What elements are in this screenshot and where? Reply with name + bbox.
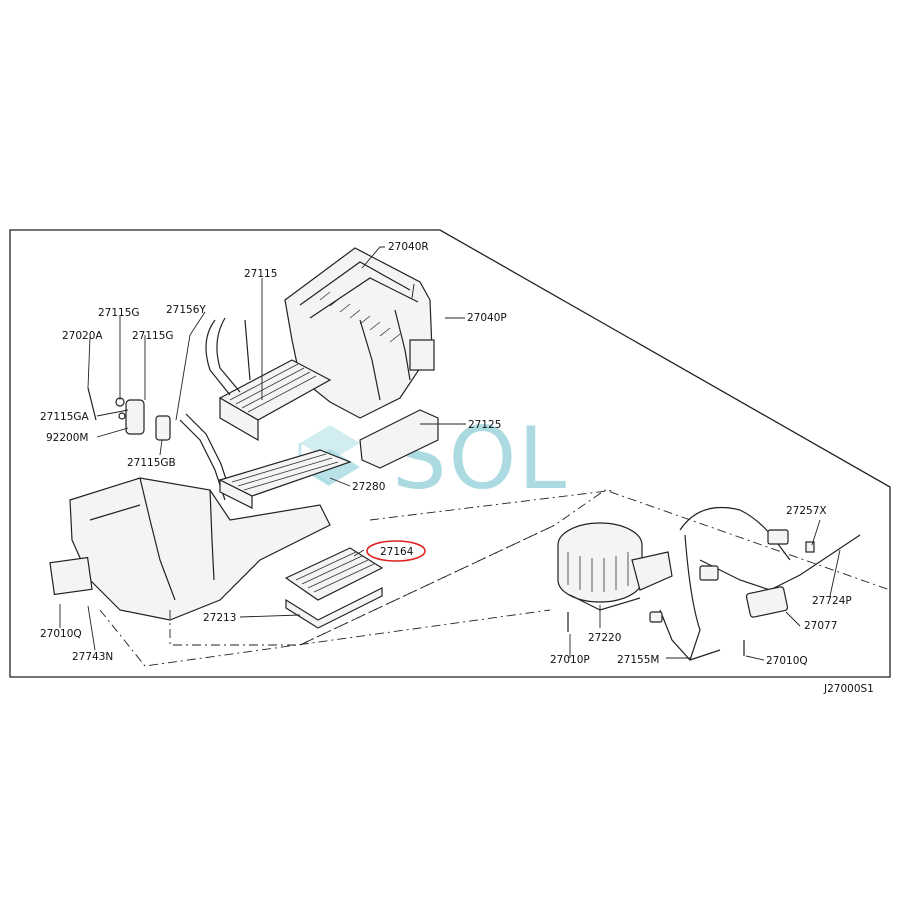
label-27115: 27115 <box>244 268 277 280</box>
drawing-id: J27000S1 <box>823 683 874 695</box>
label-27164: 27164 <box>380 546 414 558</box>
label-27213: 27213 <box>203 612 236 624</box>
label-27257X: 27257X <box>786 505 827 517</box>
label-27020A: 27020A <box>62 330 103 342</box>
heater-unit-drawing <box>49 247 439 629</box>
label-27743N: 27743N <box>72 651 113 663</box>
label-27280: 27280 <box>352 481 385 493</box>
label-27115GA: 27115GA <box>40 411 90 423</box>
label-92200M: 92200M <box>46 432 88 444</box>
highlight-ring <box>366 540 426 562</box>
label-27010Q-a: 27010Q <box>40 628 82 640</box>
label-27724P: 27724P <box>812 595 852 607</box>
label-27156Y: 27156Y <box>166 304 206 316</box>
label-27010Q-b: 27010Q <box>766 655 808 667</box>
leader-lines <box>59 246 841 661</box>
label-27115G-a: 27115G <box>98 307 140 319</box>
label-27125: 27125 <box>468 419 501 431</box>
label-27115G-b: 27115G <box>132 330 174 342</box>
label-27040R: 27040R <box>388 241 429 253</box>
blower-motor-drawing <box>557 506 861 661</box>
label-27220: 27220 <box>588 632 621 644</box>
label-27077: 27077 <box>804 620 837 632</box>
label-27010P: 27010P <box>550 654 590 666</box>
assembly-lines <box>99 489 891 667</box>
label-27115GB: 27115GB <box>127 457 176 469</box>
part-labels: 27040R 27115 27156Y 27115G 27020A 27115G… <box>40 241 852 667</box>
label-27155M: 27155M <box>617 654 659 666</box>
diagram-frame <box>9 229 891 678</box>
label-27040P: 27040P <box>467 312 507 324</box>
